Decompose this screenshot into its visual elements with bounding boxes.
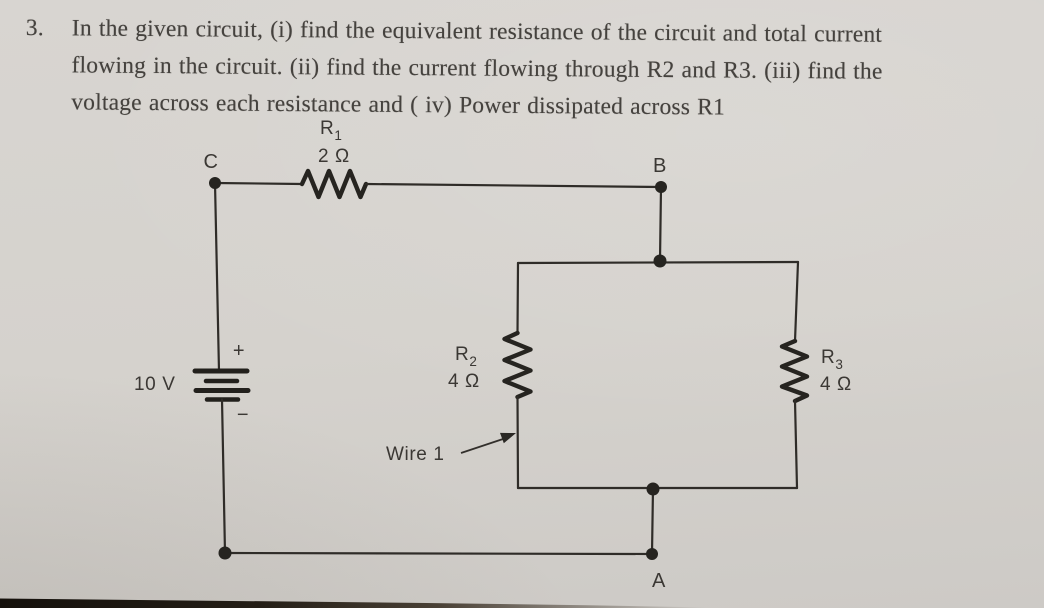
battery-plus-sign: + bbox=[233, 340, 245, 362]
resistor-r2-subscript: 2 bbox=[469, 354, 477, 369]
wire-r3-branch-bottom bbox=[793, 399, 799, 490]
wire-bottom bbox=[223, 551, 654, 556]
resistor-r1-value: 2 Ω bbox=[318, 146, 350, 167]
wire1-arrow-line bbox=[460, 438, 504, 454]
node-b-dot bbox=[655, 181, 667, 193]
wire-left-top bbox=[213, 181, 221, 373]
node-b-label: B bbox=[653, 155, 667, 177]
wire-left-bottom bbox=[220, 398, 227, 555]
resistor-r2-name: R bbox=[455, 344, 469, 365]
wire1-arrow-head bbox=[500, 432, 516, 444]
battery-symbol bbox=[192, 368, 251, 402]
wire-a-drop bbox=[650, 486, 655, 556]
resistor-r2-value: 4 Ω bbox=[448, 371, 480, 392]
wire-top-right bbox=[364, 182, 663, 189]
wire-r2-branch-bottom bbox=[516, 395, 520, 490]
wire-r3-branch-top bbox=[793, 260, 800, 343]
node-left-bottom-dot bbox=[218, 546, 232, 560]
battery-minus-sign: − bbox=[237, 404, 249, 426]
resistor-r3-value: 4 Ω bbox=[820, 374, 852, 395]
wire1-label: Wire 1 bbox=[386, 444, 445, 465]
resistor-r1-label: R1 bbox=[320, 118, 342, 143]
junction-bottom-dot bbox=[646, 482, 660, 496]
resistor-r2-zigzag bbox=[502, 330, 533, 400]
node-c-label: C bbox=[203, 151, 218, 173]
wire-r2-branch-top bbox=[516, 261, 520, 335]
junction-top-dot bbox=[653, 254, 667, 268]
photo-bottom-edge-shadow bbox=[0, 598, 735, 608]
wire-b-drop bbox=[658, 185, 663, 263]
wire-top-left bbox=[213, 181, 304, 186]
resistor-r1-subscript: 1 bbox=[334, 128, 342, 143]
resistor-r3-name: R bbox=[821, 347, 835, 368]
resistor-r3-zigzag bbox=[779, 338, 810, 404]
resistor-r1-zigzag bbox=[299, 168, 369, 200]
resistor-r1-name: R bbox=[320, 118, 334, 139]
resistor-r3-subscript: 3 bbox=[835, 357, 843, 372]
node-c-dot bbox=[209, 177, 221, 189]
resistor-r2-label: R2 bbox=[455, 344, 477, 369]
resistor-r3-label: R3 bbox=[821, 347, 843, 372]
battery-voltage-label: 10 V bbox=[134, 374, 176, 395]
node-a-dot bbox=[646, 548, 658, 560]
node-a-label: A bbox=[652, 570, 666, 592]
